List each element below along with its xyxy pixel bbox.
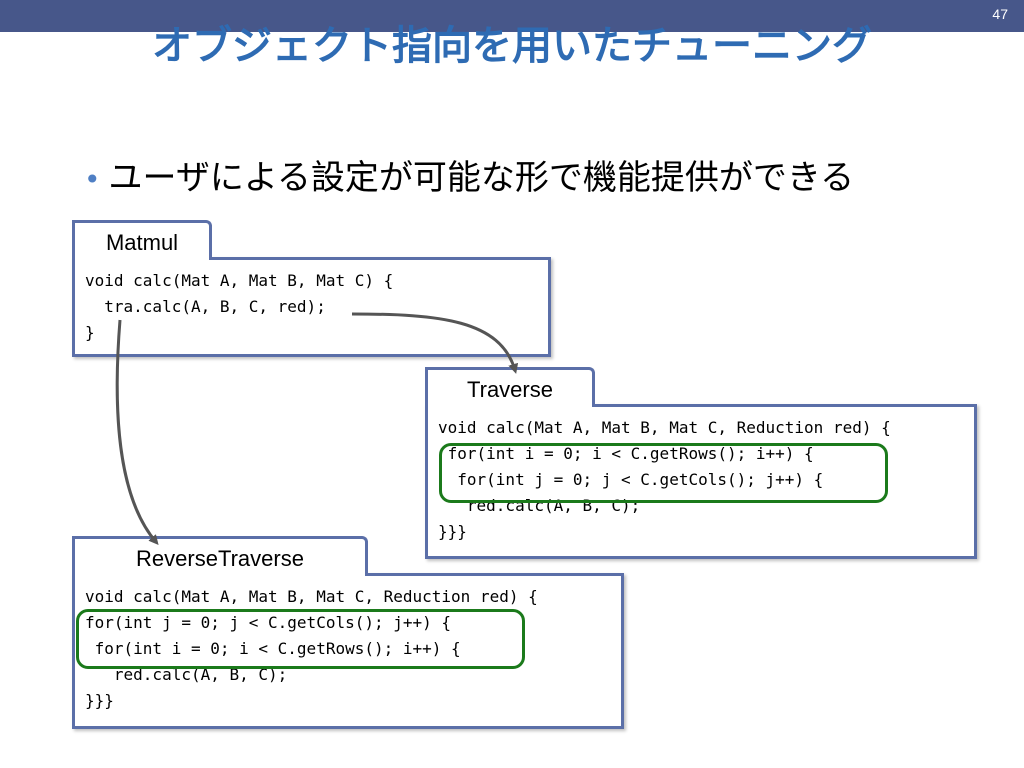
top-bar: 47 (0, 0, 1024, 32)
arrow-to-traverse (351, 312, 519, 374)
bullet-item: •ユーザによる設定が可能な形で機能提供ができる (84, 155, 854, 203)
matmul-code-box: void calc(Mat A, Mat B, Mat C) { tra.cal… (72, 257, 551, 357)
bullet-icon: • (84, 163, 101, 196)
bullet-text: ユーザによる設定が可能な形で機能提供ができる (108, 158, 855, 198)
traverse-loop-highlight (439, 443, 888, 503)
arrow-to-reverse-traverse (115, 319, 159, 546)
reverse-traverse-tab: ReverseTraverse (72, 536, 368, 576)
reverse-traverse-loop-highlight (76, 609, 525, 669)
matmul-tab: Matmul (72, 220, 212, 260)
reverse-traverse-code-box: void calc(Mat A, Mat B, Mat C, Reduction… (72, 573, 624, 729)
slide-title: オブジェクト指向を用いたチューニング (152, 23, 872, 69)
slide-number: 47 (992, 6, 1008, 22)
